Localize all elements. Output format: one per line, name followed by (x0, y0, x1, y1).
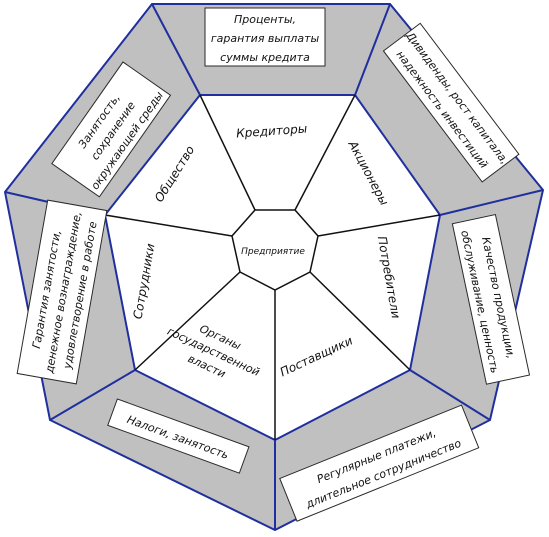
center-node (231, 209, 319, 291)
interest-creditors-line-3: суммы кредита (220, 51, 310, 64)
inner-connectors (104, 94, 441, 440)
center-label: Предприятие (241, 247, 305, 257)
interest-creditors-line-2: гарантия выплаты (211, 32, 320, 45)
stakeholder-creditors: Кредиторы (236, 122, 308, 141)
interest-creditors-line-1: Проценты, (234, 13, 296, 26)
interest-box-creditors: Проценты, гарантия выплаты суммы кредита (204, 7, 326, 67)
